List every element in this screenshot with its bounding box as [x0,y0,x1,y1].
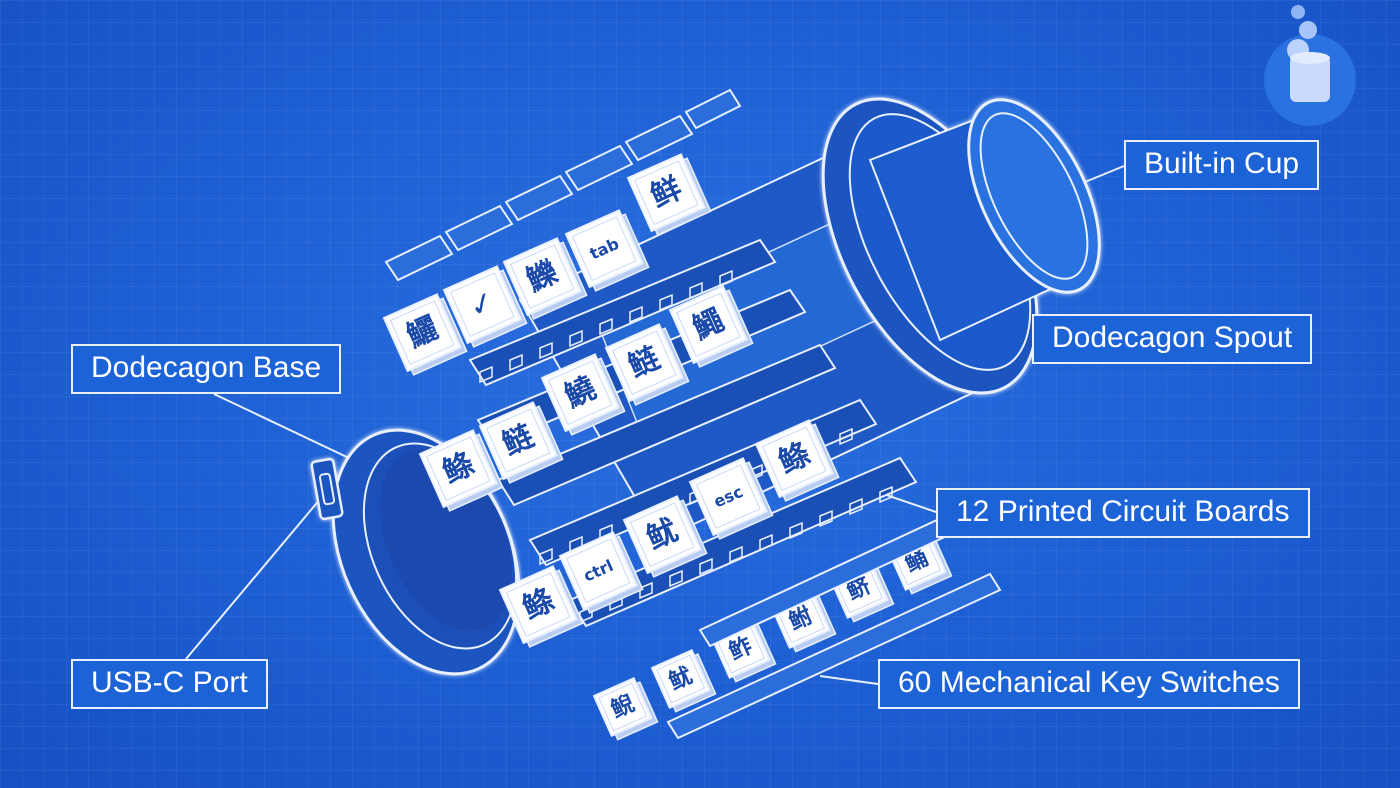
keycap: 鲦 [418,429,504,512]
keycap: 鲢 [478,401,564,484]
keycap: ctrl [558,531,644,614]
keycap: 鲬 [886,530,953,595]
leader-usb [185,491,327,660]
keycap: esc [688,457,774,540]
keycap: 鱺 [382,293,468,376]
keycap: 鲦 [498,565,584,648]
leader-keys [819,675,879,685]
keycap: 鲵 [592,676,659,741]
keycap: 鱙 [540,353,626,436]
keycap: 鲢 [604,323,690,406]
keycap: 鱦 [668,285,754,368]
callout-dodecagon-base: Dodecagon Base [71,344,342,394]
keycap: 鱳 [502,237,588,320]
keycap: ✓ [442,265,528,348]
callout-dodecagon-spout: Dodecagon Spout [1032,314,1313,364]
beaker-bubbles-icon [1264,5,1356,126]
callout-usb-c-port: USB-C Port [71,659,268,709]
keycap: 鲜 [626,153,712,236]
dodecagon-spout [821,97,1101,395]
top-keycap-row [384,88,742,282]
keycap: tab [564,209,650,292]
leader-base [213,393,371,469]
keycap: 鱿 [622,495,708,578]
callout-mechanical-key-switches: 60 Mechanical Key Switches [878,659,1300,709]
callout-printed-circuit-boards: 12 Printed Circuit Boards [936,488,1310,538]
callout-built-in-cup: Built-in Cup [1124,140,1320,190]
keycap: 鱿 [650,648,717,713]
usb-c-port [310,457,344,521]
keycap: 鲦 [754,419,840,502]
